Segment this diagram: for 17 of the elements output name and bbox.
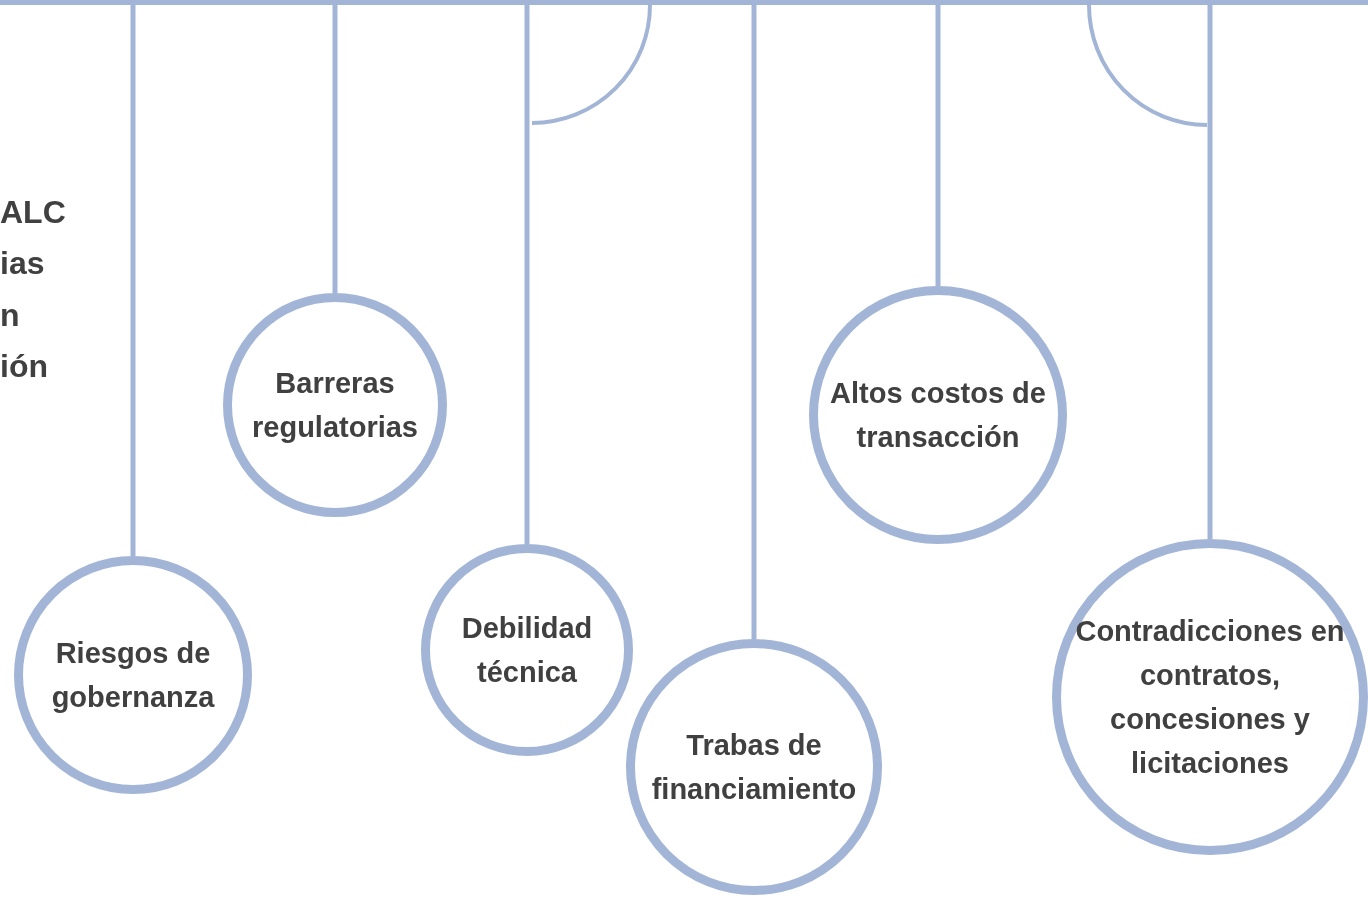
hanging-line bbox=[1207, 5, 1213, 539]
topic-label: Altos costos de transacción bbox=[829, 376, 1047, 455]
partial-text: ALC bbox=[0, 193, 66, 231]
hanging-line bbox=[332, 5, 338, 293]
partial-text: ias bbox=[0, 244, 45, 282]
topic-label: Trabas de financiamiento bbox=[650, 728, 858, 807]
hanging-line bbox=[130, 5, 136, 556]
topic-label: Riesgos de gobernanza bbox=[50, 636, 216, 715]
partial-text: n bbox=[0, 296, 20, 334]
topic-label: Contradicciones en contratos, concesiones y licitaciones bbox=[1075, 614, 1345, 781]
top-rail bbox=[0, 0, 1368, 5]
topic-label: Barreras regulatorias bbox=[251, 366, 419, 445]
topic-label: Debilidad técnica bbox=[460, 611, 594, 690]
hanging-line bbox=[935, 5, 941, 286]
partial-text: ión bbox=[0, 347, 48, 385]
hanging-line bbox=[751, 5, 757, 639]
hanging-line bbox=[524, 5, 530, 544]
